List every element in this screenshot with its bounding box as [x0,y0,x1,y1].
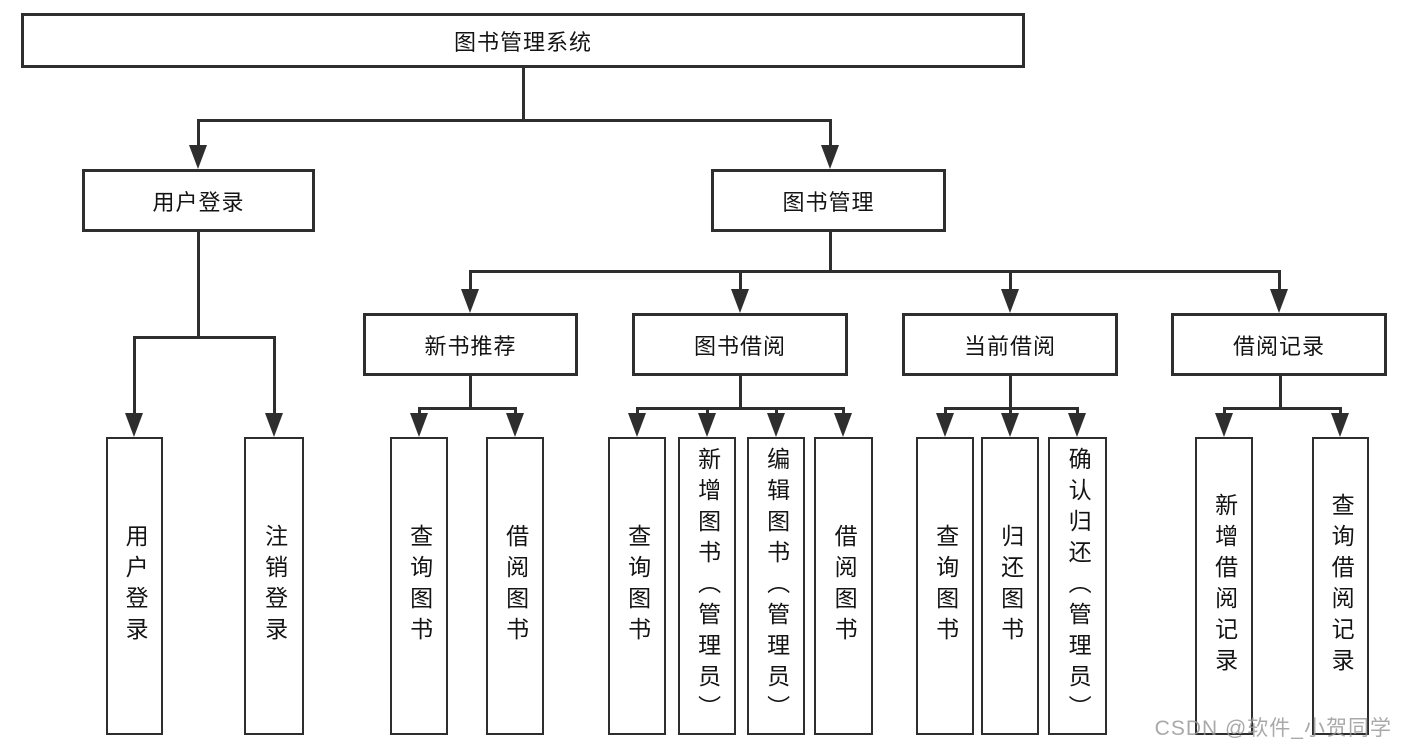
node-query-book-2-label: 查询图书 [624,524,651,648]
arrow-down-icon [461,289,479,313]
node-query-book-2: 查询图书 [608,437,666,735]
arrow-down-icon [1068,413,1086,437]
node-query-book-1-label: 查询图书 [406,524,433,648]
connector-line [1277,270,1281,291]
connector-line [417,407,517,410]
node-root: 图书管理系统 [21,13,1025,68]
arrow-down-icon [1331,413,1349,437]
node-add-book-label: 新增图书（管理员） [694,446,721,726]
connector-line [468,270,472,291]
connector-line [513,407,517,415]
node-book-mgmt: 图书管理 [711,169,946,232]
node-return-book: 归还图书 [981,437,1039,735]
arrow-down-icon [834,413,852,437]
connector-line [738,270,742,291]
node-login-label: 用户登录 [122,524,149,648]
connector-line [705,407,709,415]
connector-line [1278,376,1282,410]
arrow-down-icon [265,413,283,437]
node-book-borrow-label: 图书借阅 [693,333,786,359]
arrow-down-icon [936,413,954,437]
arrow-down-icon [821,145,839,169]
node-borrow-book-2: 借阅图书 [814,437,873,735]
node-add-record-label: 新增借阅记录 [1211,493,1238,679]
arrow-down-icon [1001,413,1019,437]
watermark: CSDN @软件_小贺同学 [1154,717,1392,740]
connector-line [196,232,200,339]
connector-line [1008,407,1012,415]
node-confirm-return: 确认归还（管理员） [1048,437,1107,735]
connector-line [774,407,778,415]
node-confirm-return-label: 确认归还（管理员） [1065,446,1092,726]
node-query-book-3-label: 查询图书 [932,524,959,648]
node-new-book-rec-label: 新书推荐 [424,333,517,359]
connector-line [943,407,947,415]
node-borrow-record: 借阅记录 [1171,313,1387,376]
arrow-down-icon [767,413,785,437]
connector-line [738,376,742,410]
node-borrow-book-1: 借阅图书 [486,437,544,735]
node-logout-label: 注销登录 [261,524,288,648]
node-book-mgmt-label: 图书管理 [782,189,875,215]
node-user-login-label: 用户登录 [152,189,245,215]
node-query-book-1: 查询图书 [390,437,448,735]
node-add-book: 新增图书（管理员） [678,437,736,735]
node-borrow-record-label: 借阅记录 [1232,333,1325,359]
node-new-book-rec: 新书推荐 [363,313,578,376]
connector-line [272,336,276,415]
connector-line [132,336,276,339]
node-query-record: 查询借阅记录 [1312,437,1369,735]
arrow-down-icon [1001,289,1019,313]
arrow-down-icon [125,413,143,437]
node-query-record-label: 查询借阅记录 [1328,493,1355,679]
node-current-borrow-label: 当前借阅 [963,333,1056,359]
connector-line [417,407,421,415]
node-book-borrow: 图书借阅 [632,313,848,376]
connector-line [1222,407,1226,415]
node-root-label: 图书管理系统 [453,29,592,55]
connector-line [468,376,472,410]
connector-line [1008,270,1012,291]
connector-line [635,407,845,410]
node-login: 用户登录 [106,437,163,735]
arrow-down-icon [506,413,524,437]
arrow-down-icon [698,413,716,437]
arrow-down-icon [410,413,428,437]
node-return-book-label: 归还图书 [997,524,1024,648]
connector-line [1008,376,1012,410]
node-edit-book-label: 编辑图书（管理员） [763,446,790,726]
arrow-down-icon [628,413,646,437]
connector-line [196,119,832,122]
arrow-down-icon [731,289,749,313]
connector-line [828,232,832,273]
connector-line [1222,407,1342,410]
arrow-down-icon [189,145,207,169]
node-borrow-book-1-label: 借阅图书 [502,524,529,648]
node-edit-book: 编辑图书（管理员） [747,437,805,735]
arrow-down-icon [1215,413,1233,437]
connector-line [468,270,1281,273]
arrow-down-icon [1270,289,1288,313]
connector-line [521,68,525,122]
connector-line [132,336,136,415]
node-query-book-3: 查询图书 [916,437,974,735]
connector-line [1075,407,1079,415]
node-logout: 注销登录 [244,437,304,735]
node-current-borrow: 当前借阅 [902,313,1118,376]
connector-line [196,119,200,147]
connector-line [1338,407,1342,415]
node-user-login: 用户登录 [82,169,315,232]
connector-line [841,407,845,415]
node-add-record: 新增借阅记录 [1195,437,1253,735]
connector-line [635,407,639,415]
connector-line [828,119,832,147]
node-borrow-book-2-label: 借阅图书 [831,524,858,648]
